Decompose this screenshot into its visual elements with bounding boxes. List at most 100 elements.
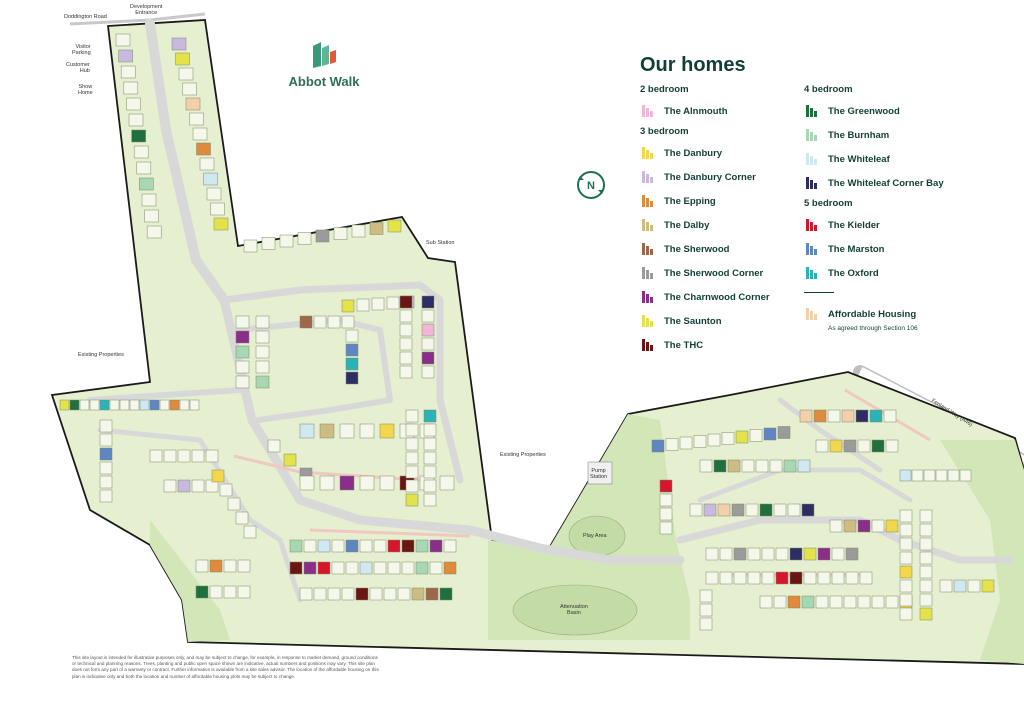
house-plot[interactable]	[223, 559, 237, 573]
house-plot[interactable]	[399, 337, 413, 351]
house-plot[interactable]	[705, 571, 719, 585]
house-plot[interactable]	[747, 571, 761, 585]
house-plot[interactable]	[659, 479, 673, 493]
house-plot[interactable]	[196, 142, 211, 156]
house-plot[interactable]	[189, 112, 204, 126]
house-plot[interactable]	[855, 409, 869, 423]
house-plot[interactable]	[717, 503, 731, 517]
house-plot[interactable]	[359, 539, 373, 553]
house-plot[interactable]	[939, 579, 953, 593]
house-plot[interactable]	[439, 587, 453, 601]
house-plot[interactable]	[899, 579, 913, 593]
house-plot[interactable]	[411, 587, 425, 601]
house-plot[interactable]	[871, 519, 885, 533]
house-plot[interactable]	[115, 33, 131, 47]
house-plot[interactable]	[299, 423, 315, 439]
house-plot[interactable]	[857, 595, 871, 609]
house-plot[interactable]	[369, 587, 383, 601]
house-plot[interactable]	[144, 209, 159, 223]
house-plot[interactable]	[79, 399, 90, 411]
house-plot[interactable]	[841, 409, 855, 423]
house-plot[interactable]	[319, 475, 335, 491]
house-plot[interactable]	[829, 595, 843, 609]
house-plot[interactable]	[59, 399, 70, 411]
house-plot[interactable]	[99, 399, 110, 411]
house-plot[interactable]	[371, 297, 385, 311]
house-plot[interactable]	[405, 465, 419, 479]
house-plot[interactable]	[423, 423, 437, 437]
house-plot[interactable]	[345, 371, 359, 385]
house-plot[interactable]	[331, 539, 345, 553]
house-plot[interactable]	[387, 539, 401, 553]
house-plot[interactable]	[787, 595, 801, 609]
house-plot[interactable]	[827, 409, 841, 423]
house-plot[interactable]	[131, 129, 146, 143]
house-plot[interactable]	[327, 587, 341, 601]
house-plot[interactable]	[789, 571, 803, 585]
house-plot[interactable]	[227, 497, 241, 511]
house-plot[interactable]	[191, 479, 205, 493]
house-plot[interactable]	[387, 219, 402, 233]
house-plot[interactable]	[899, 523, 913, 537]
house-plot[interactable]	[699, 617, 713, 631]
house-plot[interactable]	[243, 525, 257, 539]
house-plot[interactable]	[303, 539, 317, 553]
house-plot[interactable]	[171, 37, 187, 51]
house-plot[interactable]	[319, 423, 335, 439]
house-plot[interactable]	[959, 469, 972, 482]
house-plot[interactable]	[659, 521, 673, 535]
house-plot[interactable]	[815, 595, 829, 609]
house-plot[interactable]	[169, 399, 180, 411]
house-plot[interactable]	[243, 239, 258, 253]
house-plot[interactable]	[871, 595, 885, 609]
house-plot[interactable]	[953, 579, 967, 593]
house-plot[interactable]	[235, 315, 250, 329]
house-plot[interactable]	[401, 561, 415, 575]
house-plot[interactable]	[775, 571, 789, 585]
house-plot[interactable]	[801, 503, 815, 517]
house-plot[interactable]	[421, 337, 435, 351]
house-plot[interactable]	[899, 551, 913, 565]
house-plot[interactable]	[355, 587, 369, 601]
house-plot[interactable]	[981, 579, 995, 593]
house-plot[interactable]	[129, 399, 140, 411]
house-plot[interactable]	[195, 559, 209, 573]
house-plot[interactable]	[815, 439, 829, 453]
house-plot[interactable]	[769, 459, 783, 473]
house-plot[interactable]	[327, 315, 341, 329]
house-plot[interactable]	[727, 459, 741, 473]
house-plot[interactable]	[149, 449, 163, 463]
house-plot[interactable]	[399, 365, 413, 379]
house-plot[interactable]	[99, 489, 113, 503]
house-plot[interactable]	[421, 295, 435, 309]
house-plot[interactable]	[128, 113, 144, 127]
house-plot[interactable]	[345, 561, 359, 575]
house-plot[interactable]	[789, 547, 803, 561]
house-plot[interactable]	[203, 172, 218, 186]
house-plot[interactable]	[813, 409, 827, 423]
house-plot[interactable]	[299, 587, 313, 601]
house-plot[interactable]	[423, 479, 437, 493]
house-plot[interactable]	[415, 539, 429, 553]
house-plot[interactable]	[267, 439, 281, 453]
house-plot[interactable]	[99, 419, 113, 433]
house-plot[interactable]	[313, 587, 327, 601]
house-plot[interactable]	[123, 81, 139, 95]
house-plot[interactable]	[89, 399, 100, 411]
house-plot[interactable]	[213, 217, 229, 231]
house-plot[interactable]	[303, 561, 317, 575]
house-plot[interactable]	[803, 571, 817, 585]
house-plot[interactable]	[421, 309, 435, 323]
house-plot[interactable]	[211, 469, 225, 483]
house-plot[interactable]	[341, 587, 355, 601]
house-plot[interactable]	[735, 430, 749, 444]
house-plot[interactable]	[405, 479, 419, 493]
house-plot[interactable]	[163, 449, 177, 463]
house-plot[interactable]	[731, 503, 745, 517]
house-plot[interactable]	[235, 511, 249, 525]
house-plot[interactable]	[773, 595, 787, 609]
house-plot[interactable]	[733, 547, 747, 561]
house-plot[interactable]	[859, 571, 873, 585]
house-plot[interactable]	[665, 438, 679, 451]
house-plot[interactable]	[405, 451, 419, 465]
